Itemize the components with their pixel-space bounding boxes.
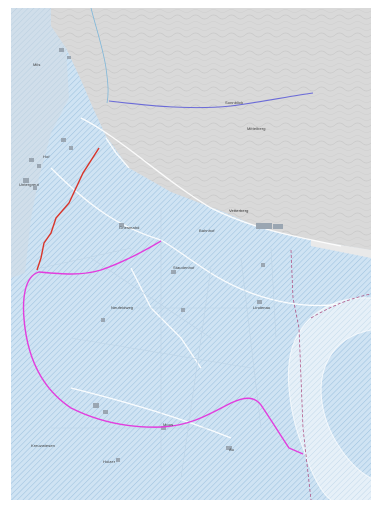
label-south-field: Holzer — [103, 459, 116, 464]
label-west-village: Hof — [43, 154, 50, 159]
label-central-farm: Griesmahd — [119, 225, 140, 230]
label-south-east-farm: Au — [229, 447, 235, 452]
terrain-edge — [311, 240, 371, 258]
label-field-area: Staudenhof — [173, 265, 195, 270]
road-network — [50, 117, 342, 439]
label-north-village: Mils — [33, 62, 41, 67]
label-east-settlement: Sonnblick — [225, 100, 244, 105]
label-riverside-town: Vetterberg — [229, 208, 249, 213]
label-east-peak: Mittelberg — [247, 126, 266, 131]
river-meander — [288, 297, 371, 500]
field-lines — [40, 208, 277, 479]
label-south-west-hamlet: Kreuzwiesen — [31, 443, 56, 448]
map-canvas[interactable] — [11, 8, 371, 500]
boundary-dashed — [290, 249, 312, 500]
west-bank — [11, 8, 69, 278]
route-red[interactable] — [36, 147, 100, 271]
river-bank-inner — [320, 329, 371, 479]
label-railway-station: Bahnhof — [199, 228, 215, 233]
boundary-dashed-east — [310, 293, 371, 319]
label-south-village: Moos — [163, 422, 174, 427]
label-east-fields: Lindenau — [253, 305, 271, 310]
terrain-area — [51, 8, 371, 250]
stream — [90, 8, 109, 104]
route-magenta[interactable] — [22, 240, 304, 455]
building-clusters — [23, 48, 283, 462]
route-purple[interactable] — [108, 92, 314, 109]
flood-map[interactable]: Mils Sonnblick Mittelberg Hof Untergreut… — [11, 8, 371, 500]
label-west-hamlet: Untergreut — [19, 182, 39, 187]
label-mid-west-fields: Neufeldweg — [111, 305, 134, 310]
